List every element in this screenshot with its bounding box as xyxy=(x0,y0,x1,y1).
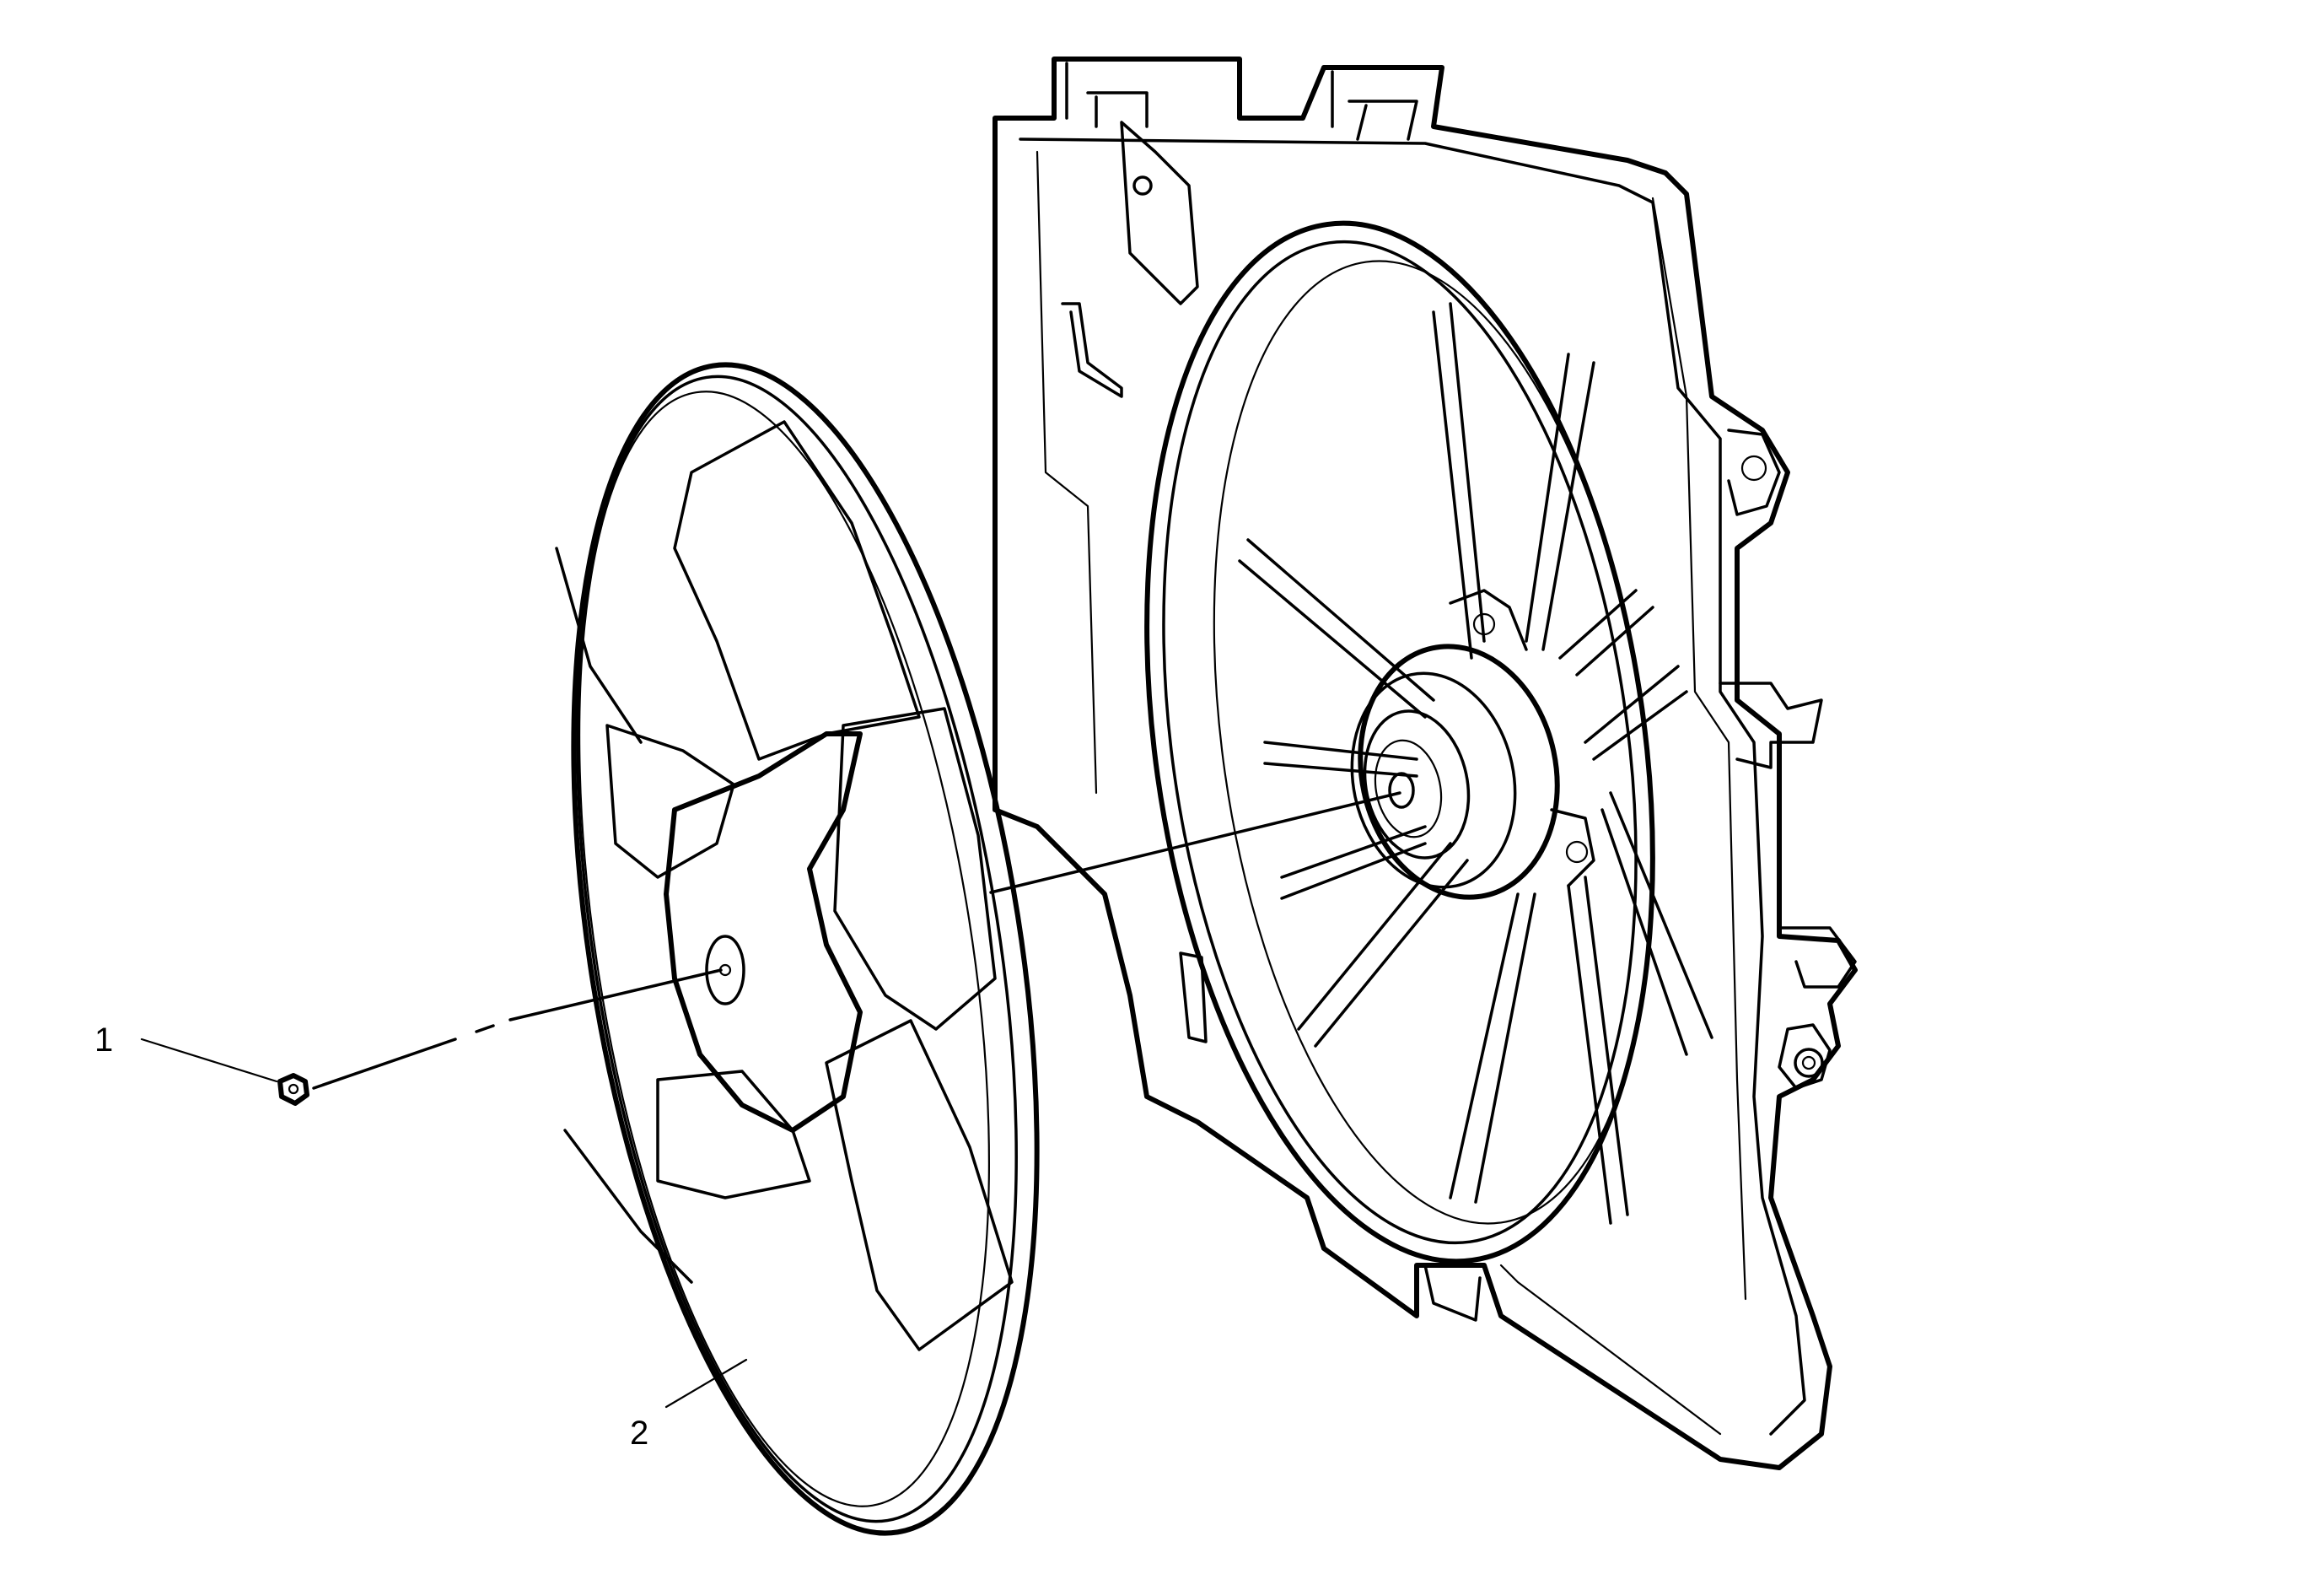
fan-blade xyxy=(555,362,1040,1536)
callout-1-leader xyxy=(140,1038,278,1083)
assembly-axis xyxy=(312,791,1401,1090)
callout-2: 2 xyxy=(630,1358,748,1452)
callout-2-leader xyxy=(664,1358,748,1409)
fan-shroud xyxy=(993,57,1858,1470)
callout-1-label: 1 xyxy=(94,1021,113,1059)
callout-1: 1 xyxy=(94,1021,278,1083)
fan-motor xyxy=(1350,589,1595,900)
nut xyxy=(277,1073,309,1106)
callout-2-label: 2 xyxy=(630,1415,648,1452)
shroud-spokes xyxy=(1238,302,1713,1225)
